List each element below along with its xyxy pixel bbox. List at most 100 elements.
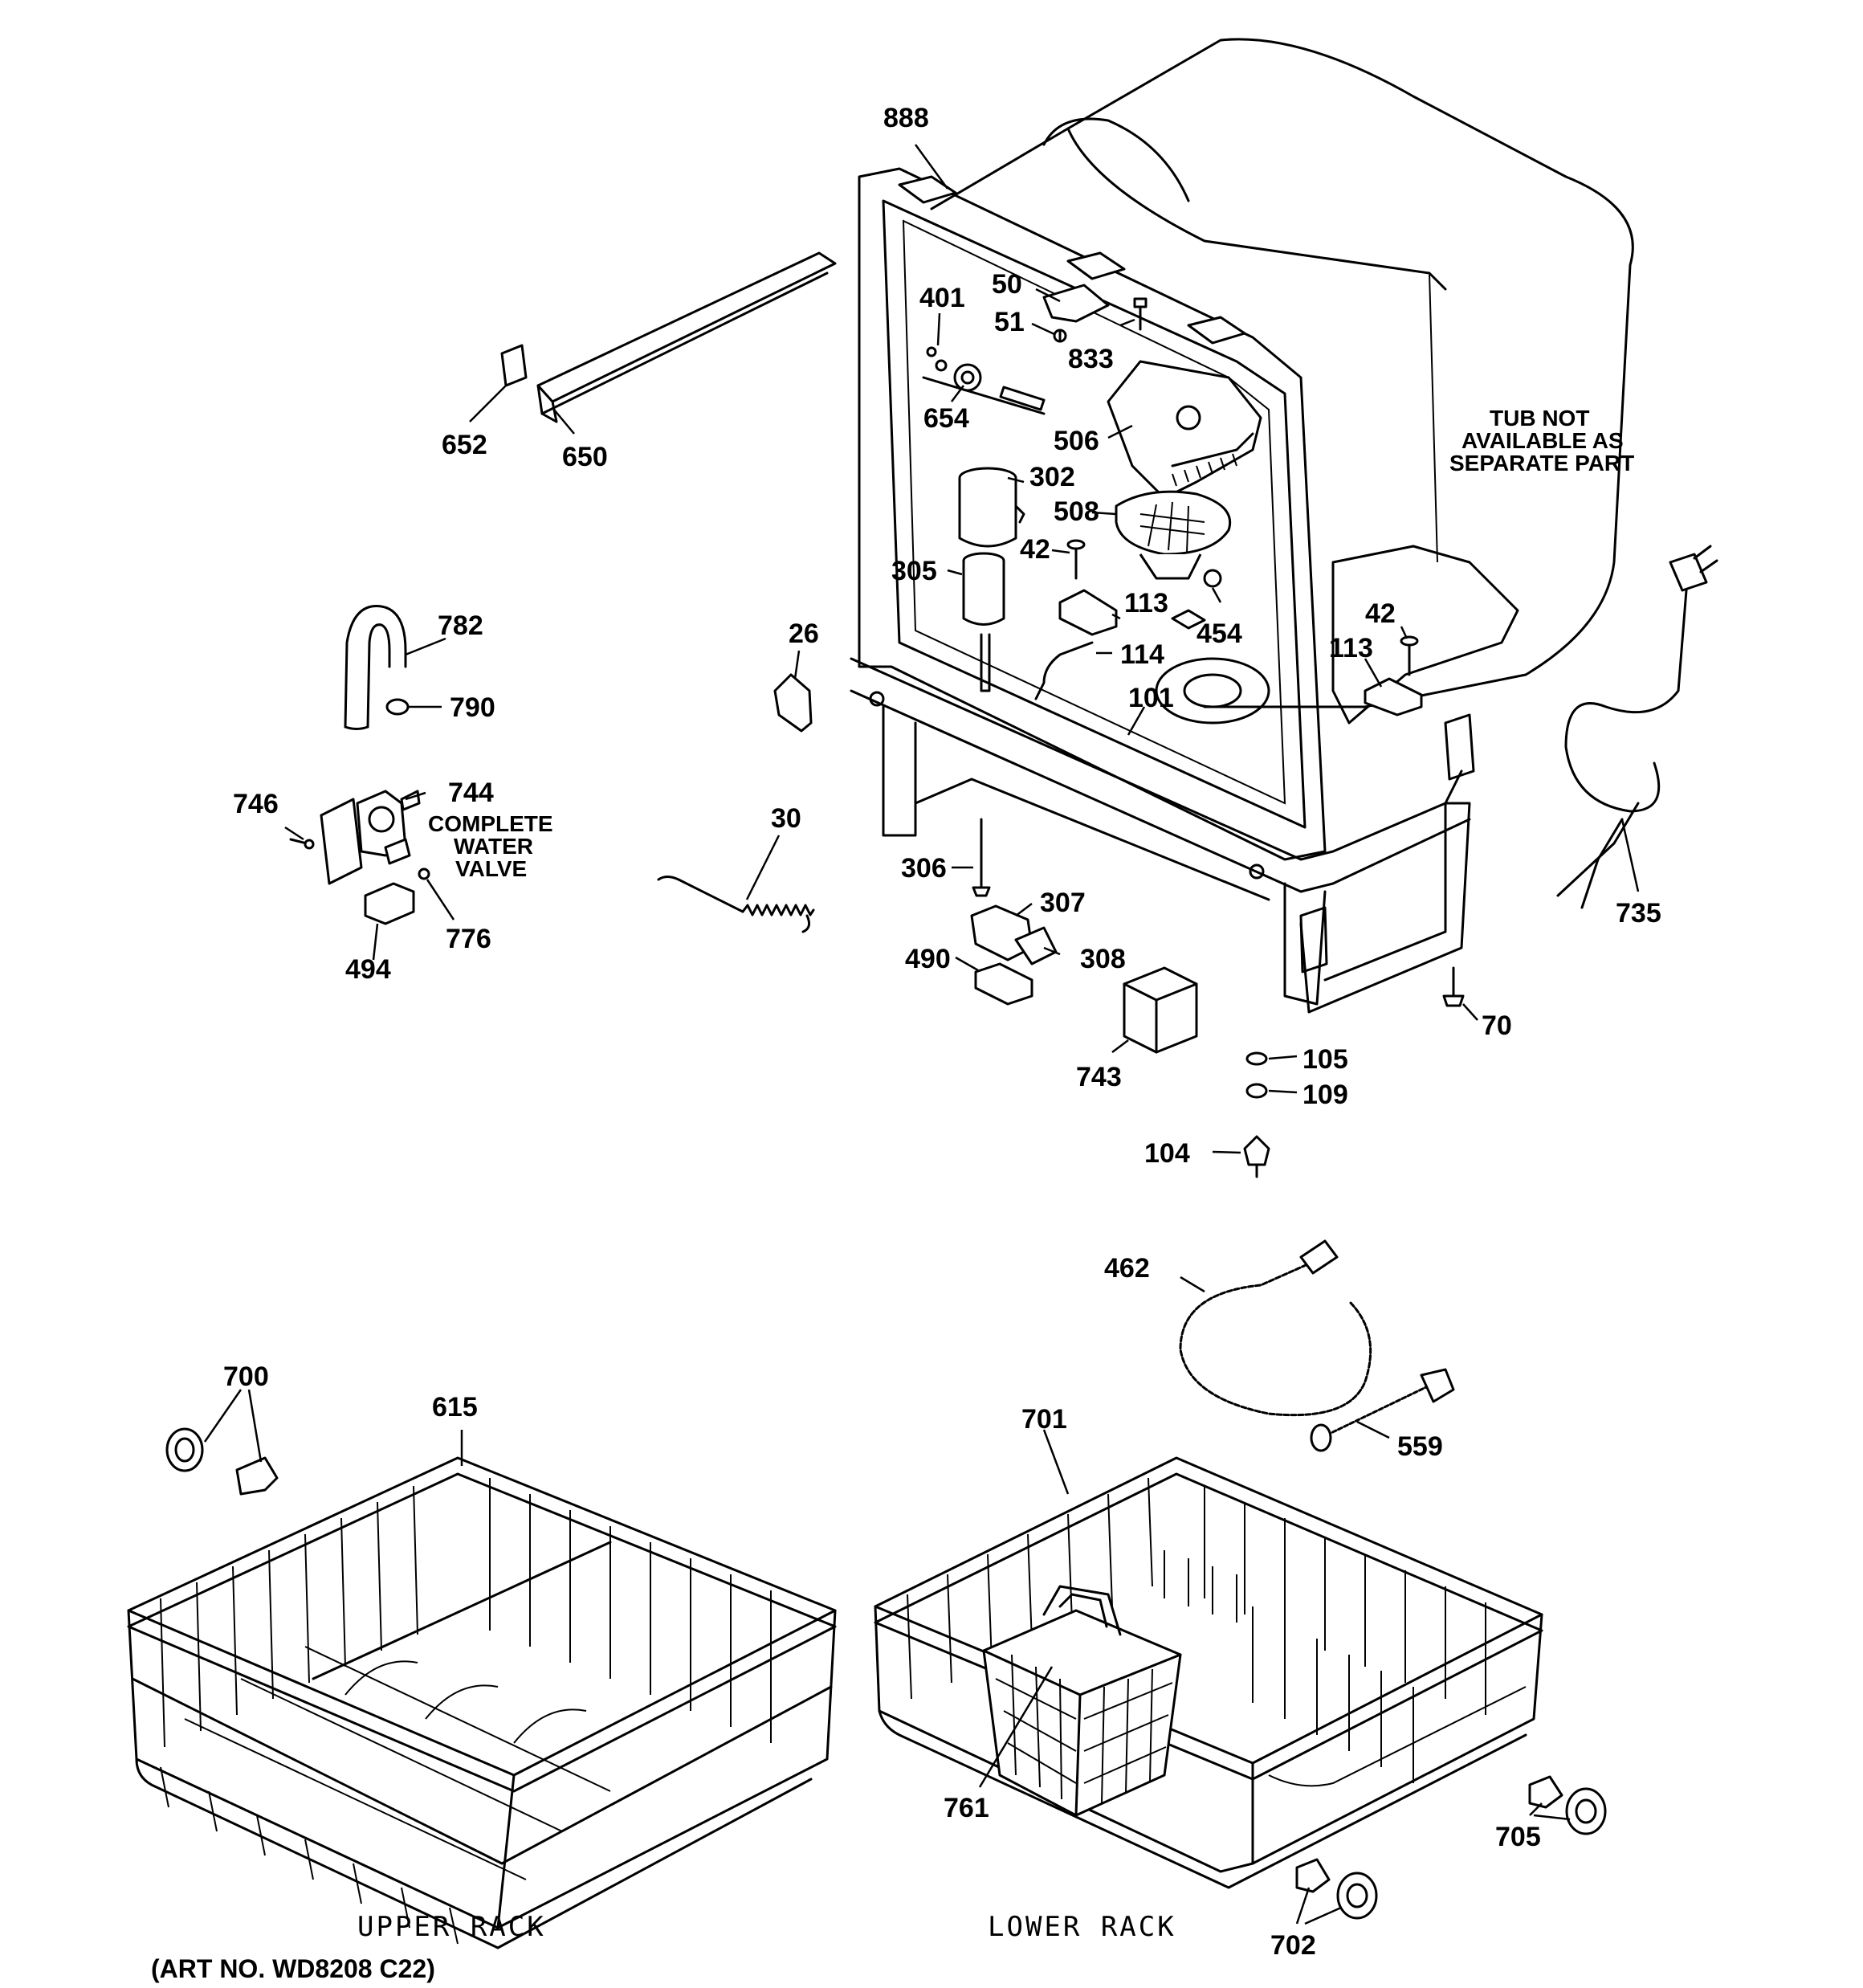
label-494: 494 <box>345 954 391 985</box>
label-42-right: 42 <box>1365 598 1396 629</box>
label-650: 650 <box>562 442 608 472</box>
label-508: 508 <box>1054 496 1099 527</box>
power-cord-735 <box>1556 545 1718 909</box>
label-705: 705 <box>1495 1822 1541 1852</box>
label-746: 746 <box>233 789 279 819</box>
label-305: 305 <box>891 556 937 586</box>
label-401: 401 <box>919 283 965 313</box>
screw-833 <box>1133 297 1148 331</box>
screw-42 <box>1066 539 1086 580</box>
bowl-508 <box>1115 490 1231 580</box>
door-spring-30 <box>657 876 815 933</box>
label-888: 888 <box>883 103 929 133</box>
label-735: 735 <box>1616 898 1661 929</box>
tub-assembly <box>850 38 1634 1014</box>
cylinder-302 <box>958 467 1025 548</box>
nut-109 <box>1245 1083 1268 1099</box>
rail-end-cap-652 <box>500 344 528 387</box>
tube-114 <box>1034 641 1094 700</box>
upper-rack-615 <box>127 1456 837 1949</box>
roller-705 <box>1528 1775 1607 1835</box>
vent-506 <box>1107 360 1262 500</box>
label-105: 105 <box>1302 1044 1348 1075</box>
tub-note: TUB NOT AVAILABLE AS SEPARATE PART <box>1449 406 1634 476</box>
tub-hinge-888 <box>898 175 1246 345</box>
part-labels: 888 50 51 401 833 654 506 302 508 42 305… <box>223 103 1661 1961</box>
tub-note-line-3: SEPARATE PART <box>1449 451 1634 476</box>
label-30: 30 <box>771 803 801 834</box>
valve-note-line-3: VALVE <box>455 856 527 881</box>
label-114: 114 <box>1120 639 1164 670</box>
label-761: 761 <box>944 1793 989 1823</box>
valve-note-line-1: COMPLETE <box>428 811 553 836</box>
label-70: 70 <box>1482 1010 1512 1041</box>
upper-rack-caption: UPPER RACK <box>357 1911 546 1943</box>
label-104: 104 <box>1144 1138 1190 1169</box>
drain-hose-462 <box>1179 1239 1372 1417</box>
tub-note-line-1: TUB NOT <box>1490 406 1589 431</box>
bracket-26 <box>773 673 813 733</box>
label-700: 700 <box>223 1361 269 1392</box>
clip-113-right <box>1364 677 1423 716</box>
bracket-50 <box>1042 284 1110 323</box>
silverware-basket-761 <box>982 1585 1182 1817</box>
label-490: 490 <box>905 944 951 974</box>
label-833: 833 <box>1068 344 1114 374</box>
label-743: 743 <box>1076 1062 1122 1092</box>
label-462: 462 <box>1104 1253 1150 1284</box>
fitting-654 <box>922 346 1046 415</box>
label-50: 50 <box>992 269 1022 300</box>
lower-rack-caption: LOWER RACK <box>988 1911 1176 1943</box>
leveling-screw-306 <box>972 818 991 897</box>
label-654: 654 <box>923 403 969 434</box>
door-rail-650 <box>536 251 837 423</box>
valve-note-line-2: WATER <box>454 834 533 859</box>
label-306: 306 <box>901 853 947 884</box>
clip-113 <box>1058 589 1118 636</box>
label-113: 113 <box>1124 588 1168 618</box>
roller-700 <box>165 1427 279 1496</box>
screw-746 <box>289 838 315 850</box>
art-number: (ART NO. WD8208 C22) <box>151 1954 435 1983</box>
water-valve-744 <box>320 790 421 885</box>
valve-note: COMPLETE WATER VALVE <box>428 811 553 881</box>
screw-51 <box>1053 329 1067 343</box>
leader-lines <box>203 144 1640 1925</box>
label-308: 308 <box>1080 944 1126 974</box>
label-559: 559 <box>1397 1431 1443 1462</box>
microswitch-490 <box>974 962 1033 1006</box>
label-790: 790 <box>450 692 495 723</box>
label-26: 26 <box>789 618 819 649</box>
label-776: 776 <box>446 924 491 954</box>
fill-hose-782 <box>344 605 407 730</box>
label-42: 42 <box>1020 534 1050 565</box>
label-51: 51 <box>994 307 1025 337</box>
elbow-hose-559 <box>1310 1368 1455 1452</box>
label-782: 782 <box>438 610 483 641</box>
washer-105 <box>1245 1051 1268 1066</box>
label-744: 744 <box>448 778 494 808</box>
capacitor-743 <box>1123 966 1198 1054</box>
label-302: 302 <box>1029 462 1075 492</box>
screw-42-right <box>1400 635 1419 676</box>
cylinder-305 <box>962 552 1005 692</box>
screw-104 <box>1243 1135 1270 1178</box>
hose-clamp-790 <box>385 698 410 716</box>
roller-702 <box>1295 1858 1378 1920</box>
label-506: 506 <box>1054 426 1099 456</box>
leveling-leg-70 <box>1442 966 1465 1007</box>
tub-note-line-2: AVAILABLE AS <box>1461 428 1624 453</box>
screw-776 <box>418 867 430 880</box>
label-454: 454 <box>1196 618 1242 649</box>
label-652: 652 <box>442 430 487 460</box>
label-307: 307 <box>1040 888 1086 918</box>
label-113-right: 113 <box>1329 633 1373 663</box>
label-109: 109 <box>1302 1080 1348 1110</box>
label-101: 101 <box>1128 683 1174 713</box>
part-454 <box>1171 569 1222 630</box>
label-615: 615 <box>432 1392 478 1423</box>
label-702: 702 <box>1270 1930 1316 1961</box>
label-701: 701 <box>1021 1404 1067 1435</box>
bracket-494 <box>364 882 415 925</box>
